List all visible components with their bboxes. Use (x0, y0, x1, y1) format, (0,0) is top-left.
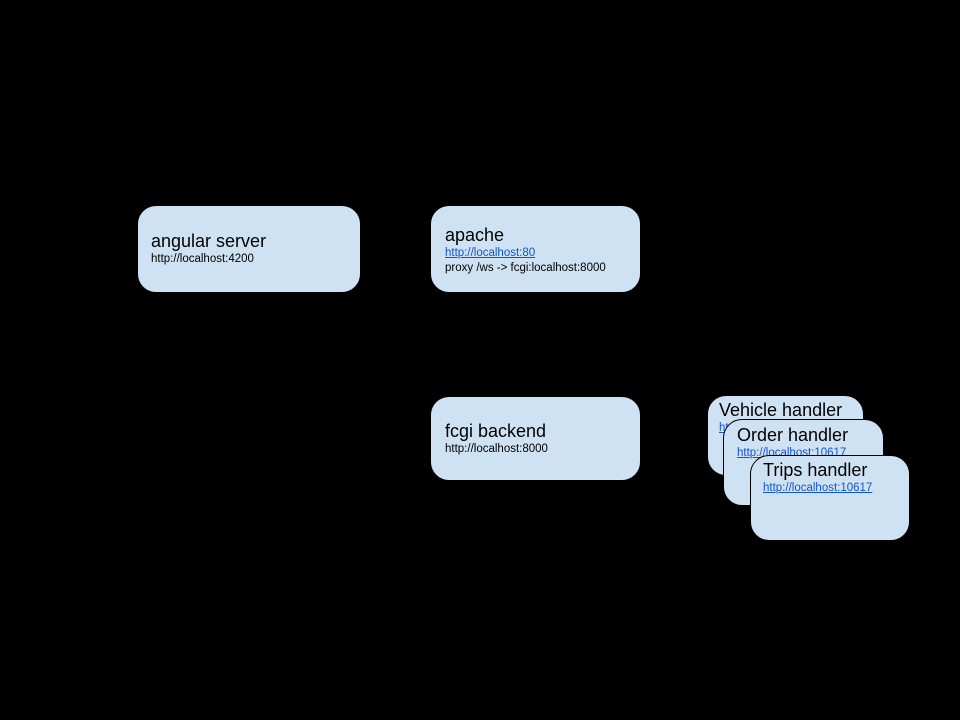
apache-url-link[interactable]: http://localhost:80 (445, 247, 536, 259)
node-title: Vehicle handler (719, 400, 843, 420)
node-title: fcgi backend (445, 421, 547, 441)
node-fcgi-backend: fcgi backend http://localhost:8000 (430, 396, 641, 481)
node-apache: apache http://localhost:80 proxy /ws -> … (430, 205, 641, 293)
node-title: Order handler (737, 425, 849, 445)
node-trips-handler: Trips handler http://localhost:10617 (750, 455, 910, 541)
node-title: apache (445, 225, 505, 245)
node-url: http://localhost:4200 (151, 253, 254, 265)
node-title: angular server (151, 231, 267, 251)
node-url: http://localhost:8000 (445, 443, 548, 455)
node-title: Trips handler (763, 460, 868, 480)
trips-handler-url-link[interactable]: http://localhost:10617 (763, 482, 873, 494)
node-angular-server: angular server http://localhost:4200 (137, 205, 361, 293)
proxy-rule-text: proxy /ws -> fcgi:localhost:8000 (445, 262, 606, 274)
